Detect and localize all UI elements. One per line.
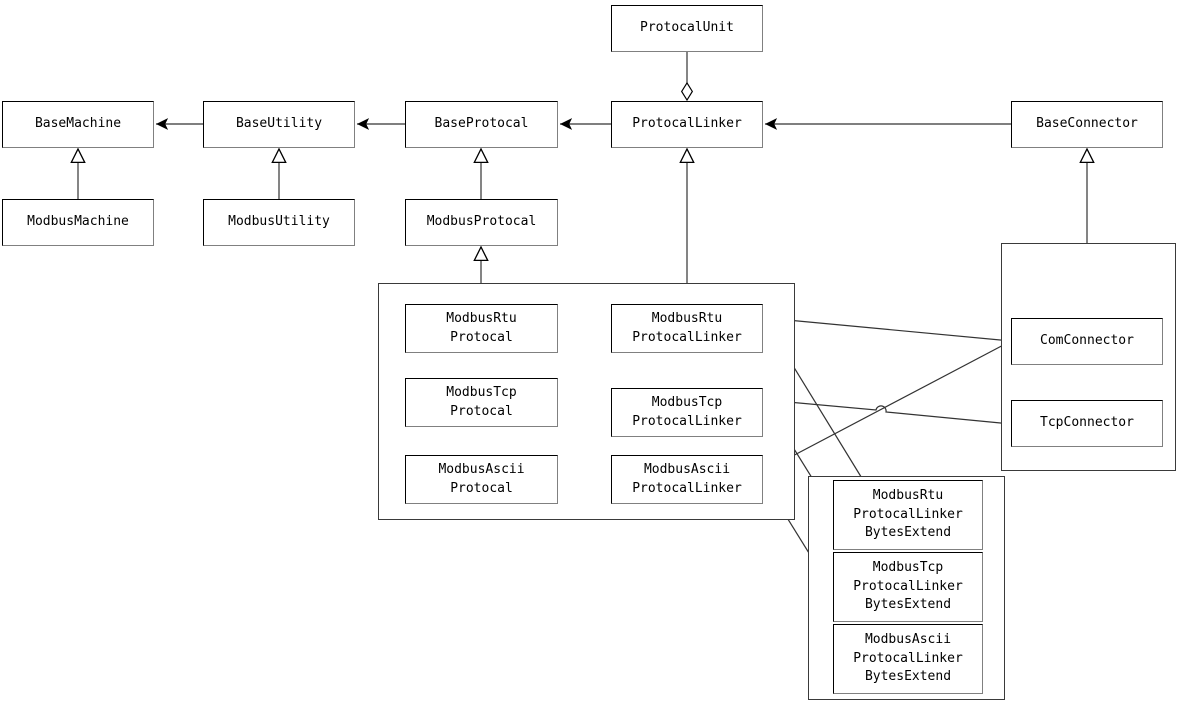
class-node-modbus-rtu-protocal-linker[interactable]: ModbusRtu ProtocalLinker	[611, 304, 763, 353]
edge-comConnector-to-rtuLinker	[765, 313, 1012, 342]
class-node-modbus-ascii-protocal[interactable]: ModbusAscii Protocal	[405, 455, 558, 504]
class-node-protocal-linker[interactable]: ProtocalLinker	[611, 101, 763, 148]
class-node-modbus-tcp-protocal-linker-bytes-extend[interactable]: ModbusTcp ProtocalLinker BytesExtend	[833, 552, 983, 622]
class-node-modbus-ascii-protocal-linker-bytes-extend[interactable]: ModbusAscii ProtocalLinker BytesExtend	[833, 624, 983, 694]
class-node-modbus-rtu-protocal-linker-bytes-extend[interactable]: ModbusRtu ProtocalLinker BytesExtend	[833, 480, 983, 550]
class-node-modbus-machine[interactable]: ModbusMachine	[2, 199, 154, 246]
edge-tcpConnector-to-tcpLinker	[765, 395, 1012, 425]
class-node-base-utility[interactable]: BaseUtility	[203, 101, 355, 148]
class-node-base-connector[interactable]: BaseConnector	[1011, 101, 1163, 148]
class-node-com-connector[interactable]: ComConnector	[1011, 318, 1163, 365]
class-node-base-protocal[interactable]: BaseProtocal	[405, 101, 558, 148]
class-node-modbus-utility[interactable]: ModbusUtility	[203, 199, 355, 246]
class-node-modbus-ascii-protocal-linker[interactable]: ModbusAscii ProtocalLinker	[611, 455, 763, 504]
class-node-tcp-connector[interactable]: TcpConnector	[1011, 400, 1163, 447]
class-node-modbus-rtu-protocal[interactable]: ModbusRtu Protocal	[405, 304, 558, 353]
class-node-protocal-unit[interactable]: ProtocalUnit	[611, 5, 763, 52]
class-node-base-machine[interactable]: BaseMachine	[2, 101, 154, 148]
edge-comConnector-to-asciiLinker	[765, 340, 1012, 471]
class-node-modbus-protocal[interactable]: ModbusProtocal	[405, 199, 558, 246]
class-node-modbus-tcp-protocal-linker[interactable]: ModbusTcp ProtocalLinker	[611, 388, 763, 437]
class-node-modbus-tcp-protocal[interactable]: ModbusTcp Protocal	[405, 378, 558, 427]
